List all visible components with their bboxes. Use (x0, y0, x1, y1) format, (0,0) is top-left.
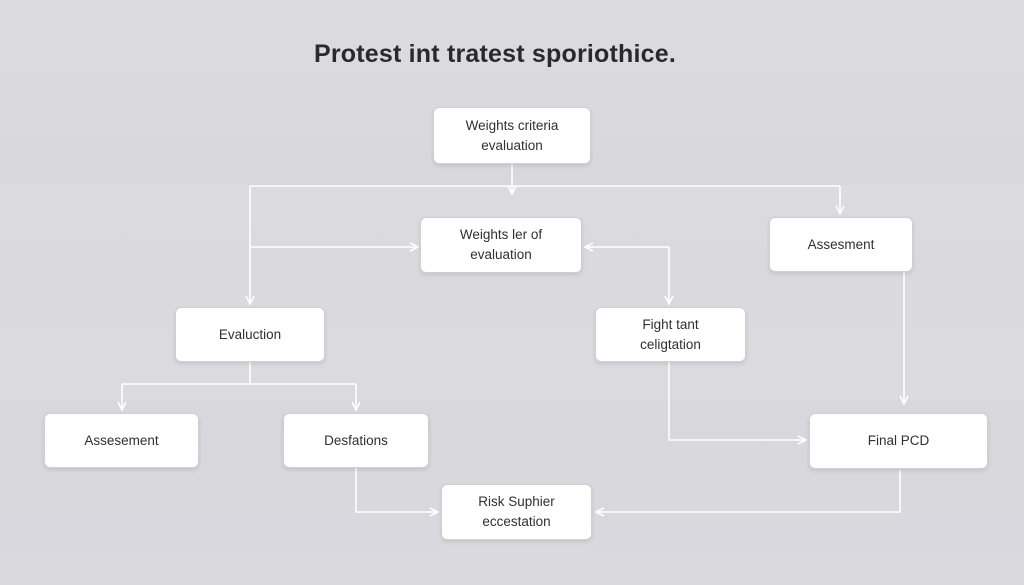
node-assesement-left-label: Assesement (84, 432, 159, 448)
node-fight-tant-line1: Fight tant (642, 316, 699, 332)
node-risk-suphier-line2: eccestation (482, 514, 551, 529)
node-weights-ler-line1: Weights ler of (459, 227, 543, 242)
node-risk-suphier-eccestation[interactable]: Risk Suphier eccestation (441, 484, 592, 540)
node-desfations[interactable]: Desfations (283, 413, 429, 468)
node-final-pcd-label: Final PCD (867, 433, 930, 448)
node-assesment-right[interactable]: Assesment (769, 217, 913, 272)
node-desfations-label: Desfations (324, 432, 388, 448)
connector-desfations-to-risk (355, 468, 438, 512)
node-weights-ler-line2: evaluation (470, 247, 532, 262)
node-assesment-right-label: Assesment (807, 236, 875, 252)
connector-final-to-risk (596, 470, 901, 512)
connector-fight-to-final (668, 362, 806, 440)
node-assesement-left[interactable]: Assesement (44, 413, 199, 468)
node-fight-tant-celigtation[interactable]: Fight tant celigtation (595, 307, 746, 362)
node-weights-ler-of-evaluation[interactable]: Weights ler of evaluation (420, 217, 582, 273)
node-weights-criteria-line2: evaluation (481, 137, 543, 153)
node-weights-criteria-evaluation[interactable]: Weights criteria evaluation (433, 107, 591, 164)
node-risk-suphier-line1: Risk Suphier (478, 494, 555, 509)
node-evaluction-label: Evaluction (218, 326, 282, 342)
diagram-title: Protest int tratest sporiothice. (313, 40, 676, 68)
node-evaluction[interactable]: Evaluction (175, 307, 325, 362)
node-final-pcd[interactable]: Final PCD (809, 413, 988, 469)
node-fight-tant-line2: celigtation (640, 336, 701, 352)
node-weights-criteria-line1: Weights criteria (465, 117, 559, 133)
